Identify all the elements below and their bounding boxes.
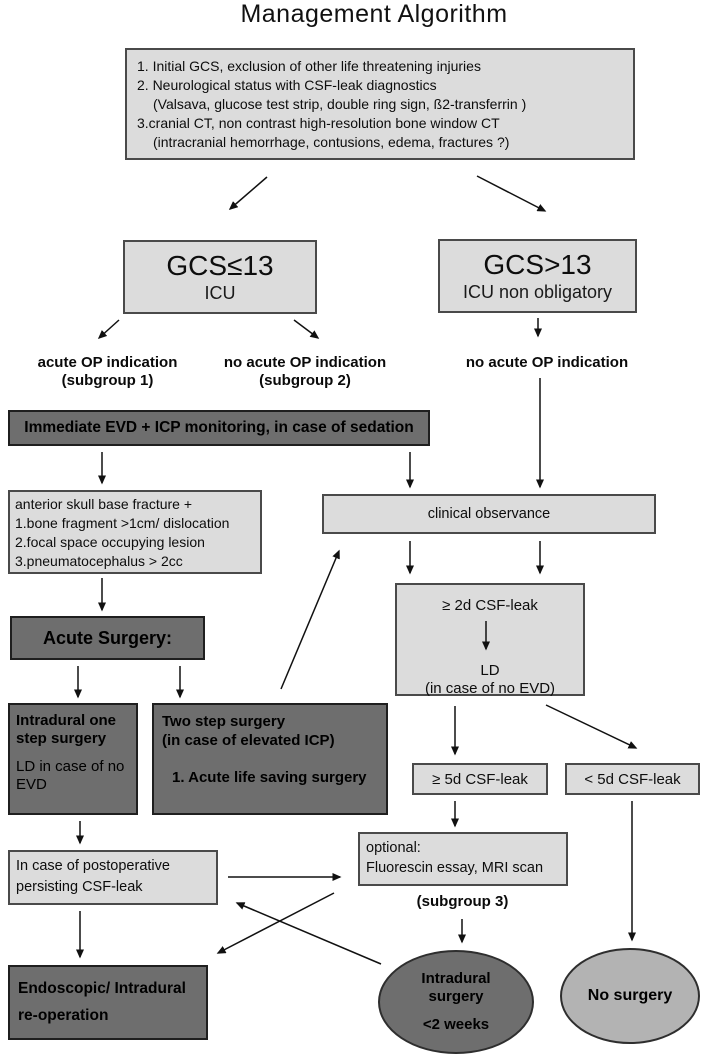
clinical-observance-box: clinical observance [322, 494, 656, 534]
endoscopic-line: re-operation [18, 1007, 109, 1024]
label-subgroup2: (subgroup 2) [259, 372, 351, 389]
gcs-gt13-box: GCS>13 ICU non obligatory [438, 239, 637, 313]
csf-leak-2d-box: ≥ 2d CSF-leak LD (in case of no EVD) [395, 583, 585, 697]
intradural-surgery-ellipse: Intradural surgery <2 weeks [378, 950, 534, 1054]
gcs-le13-subtitle: ICU [204, 283, 236, 303]
no-surgery-ellipse: No surgery [560, 948, 700, 1044]
assessment-line: 3.cranial CT, non contrast high-resoluti… [137, 115, 500, 131]
page-title: Management Algorithm [240, 0, 508, 28]
intradural-one-step-box: Intradural one step surgery LD in case o… [8, 703, 138, 815]
optional-line: Fluorescin essay, MRI scan [366, 860, 544, 876]
arrow-gcsle13-to-noacuteop [293, 319, 320, 339]
initial-assessment-box: 1. Initial GCS, exclusion of other life … [125, 48, 635, 160]
two-step-title: Two step surgery [162, 713, 286, 730]
optional-line: optional: [366, 840, 421, 856]
arrow-topbox-to-gcsle13 [228, 176, 268, 210]
label-subgroup1: (subgroup 1) [61, 372, 154, 389]
arrow-twostep-to-clinical [280, 549, 340, 690]
gcs-gt13-subtitle: ICU non obligatory [462, 282, 613, 302]
fracture-line: 2.focal space occupying lesion [15, 534, 205, 550]
label-subgroup3: (subgroup 3) [390, 893, 535, 911]
no-surgery-text: No surgery [587, 987, 673, 1004]
evd-icp-text: Immediate EVD + ICP monitoring, in case … [24, 419, 414, 436]
two-step-item: 1. Acute life saving surgery [172, 769, 367, 786]
acute-surgery-text: Acute Surgery: [42, 627, 173, 648]
assessment-line: (Valsava, glucose test strip, double rin… [153, 96, 527, 112]
fracture-line: 1.bone fragment >1cm/ dislocation [15, 515, 230, 531]
csf-2d-note: (in case of no EVD) [424, 680, 556, 697]
csf-5d-text: ≥ 5d CSF-leak [432, 770, 528, 788]
ellipse-line: surgery [428, 988, 484, 1005]
label-line: no acute OP indication [223, 354, 387, 371]
arrow-gcsle13-to-acuteop [97, 319, 120, 340]
acute-surgery-box: Acute Surgery: [10, 616, 205, 660]
fracture-line: 3.pneumatocephalus > 2cc [15, 553, 183, 569]
csf-leak-lt5d-box: < 5d CSF-leak [565, 763, 700, 795]
arrow-2d-to-lt5d [545, 704, 638, 749]
arrow-optional-to-endoscopic [216, 892, 335, 954]
gcs-gt13-title: GCS>13 [483, 249, 592, 280]
two-step-subtitle: (in case of elevated ICP) [162, 732, 335, 749]
one-step-note: LD in case of no EVD [16, 758, 125, 793]
endoscopic-reoperation-box: Endoscopic/ Intradural re-operation [8, 965, 208, 1040]
postop-line: persisting CSF-leak [16, 879, 143, 895]
optional-diagnostics-box: optional: Fluorescin essay, MRI scan [358, 832, 568, 886]
postop-persisting-leak-box: In case of postoperative persisting CSF-… [8, 850, 218, 905]
arrow-topbox-to-gcsgt13 [476, 175, 547, 212]
csf-2d-ld: LD [480, 662, 500, 679]
label-no-acute-op-right: no acute OP indication [452, 354, 642, 372]
anterior-fracture-box: anterior skull base fracture + 1.bone fr… [8, 490, 262, 574]
one-step-title: Intradural one step surgery [16, 712, 117, 747]
endoscopic-line: Endoscopic/ Intradural [18, 980, 186, 997]
assessment-line: (intracranial hemorrhage, contusions, ed… [153, 134, 510, 150]
ellipse-line: Intradural [421, 970, 491, 987]
csf-leak-5d-box: ≥ 5d CSF-leak [412, 763, 548, 795]
postop-line: In case of postoperative [16, 858, 170, 874]
assessment-line: 2. Neurological status with CSF-leak dia… [137, 77, 437, 93]
gcs-le13-title: GCS≤13 [166, 250, 274, 281]
fracture-line: anterior skull base fracture + [15, 496, 193, 512]
csf-2d-text: ≥ 2d CSF-leak [442, 597, 538, 614]
clinical-observance-text: clinical observance [427, 506, 551, 522]
gcs-le13-box: GCS≤13 ICU [123, 240, 317, 314]
csf-lt5d-text: < 5d CSF-leak [584, 770, 681, 788]
subgroup3-text: (subgroup 3) [416, 893, 509, 910]
label-no-acute-op-left: no acute OP indication (subgroup 2) [215, 354, 395, 390]
two-step-surgery-box: Two step surgery (in case of elevated IC… [152, 703, 388, 815]
label-acute-op-indication: acute OP indication (subgroup 1) [20, 354, 195, 390]
arrow-ellipse-to-postop [235, 902, 382, 965]
label-line: acute OP indication [37, 354, 178, 371]
evd-icp-box: Immediate EVD + ICP monitoring, in case … [8, 410, 430, 446]
assessment-line: 1. Initial GCS, exclusion of other life … [137, 58, 481, 74]
ellipse-line: <2 weeks [422, 1016, 490, 1033]
label-line: no acute OP indication [465, 354, 629, 371]
